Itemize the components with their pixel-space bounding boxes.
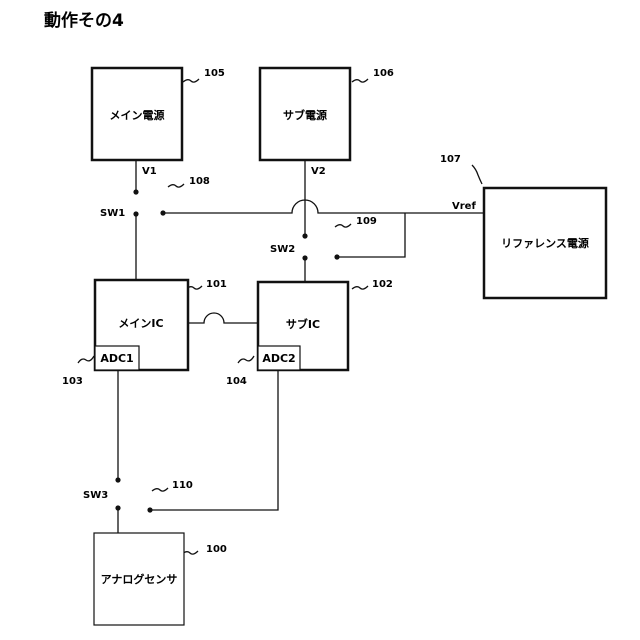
v2-label: V2 <box>311 166 326 177</box>
main-power-label: メイン電源 <box>110 108 165 122</box>
sub-ic-label: サブIC <box>286 317 320 331</box>
sw3-dot-bottom <box>115 505 120 510</box>
ref-103: 103 <box>62 376 83 387</box>
v1-label: V1 <box>142 166 157 177</box>
reference-power-label: リファレンス電源 <box>501 236 589 250</box>
ref-105: 105 <box>204 68 225 79</box>
sw2-label: SW2 <box>270 244 295 255</box>
sw2-dot-top <box>302 233 307 238</box>
sw1-label: SW1 <box>100 208 125 219</box>
sw3-dot-top <box>115 477 120 482</box>
leader-109 <box>335 224 351 227</box>
ref-110: 110 <box>172 480 193 491</box>
vref-wire <box>163 200 484 213</box>
sw2-dot-bottom <box>302 255 307 260</box>
sw3-dot-adc2 <box>147 507 152 512</box>
sw2-dot-vref <box>334 254 339 259</box>
ref-109: 109 <box>356 216 377 227</box>
leader-110 <box>152 488 168 491</box>
ref-108: 108 <box>189 176 210 187</box>
sw1-dot-bottom <box>133 211 138 216</box>
sw3-label: SW3 <box>83 490 108 501</box>
ref-100: 100 <box>206 544 227 555</box>
sub-power-label: サブ電源 <box>283 108 327 122</box>
ref-101: 101 <box>206 279 227 290</box>
analog-sensor-label: アナログセンサ <box>101 572 178 586</box>
adc2-to-sw3-wire <box>150 370 278 510</box>
ref-107: 107 <box>440 154 461 165</box>
ref-104: 104 <box>226 376 247 387</box>
main-ic-label: メインIC <box>118 317 163 330</box>
vref-label: Vref <box>452 201 476 212</box>
sw1-dot-vref <box>160 210 165 215</box>
leader-104 <box>238 356 254 363</box>
leader-103 <box>78 356 94 363</box>
ic-link-wire <box>188 313 258 323</box>
leader-108 <box>168 184 184 187</box>
leader-106 <box>352 79 368 82</box>
adc2-label: ADC2 <box>262 352 295 365</box>
leader-105 <box>183 79 199 82</box>
diagram-title: 動作その4 <box>44 10 124 31</box>
ref-102: 102 <box>372 279 393 290</box>
leader-107 <box>472 165 482 184</box>
adc1-label: ADC1 <box>100 352 133 365</box>
sw1-dot-top <box>133 189 138 194</box>
leader-102 <box>352 286 368 289</box>
ref-106: 106 <box>373 68 394 79</box>
